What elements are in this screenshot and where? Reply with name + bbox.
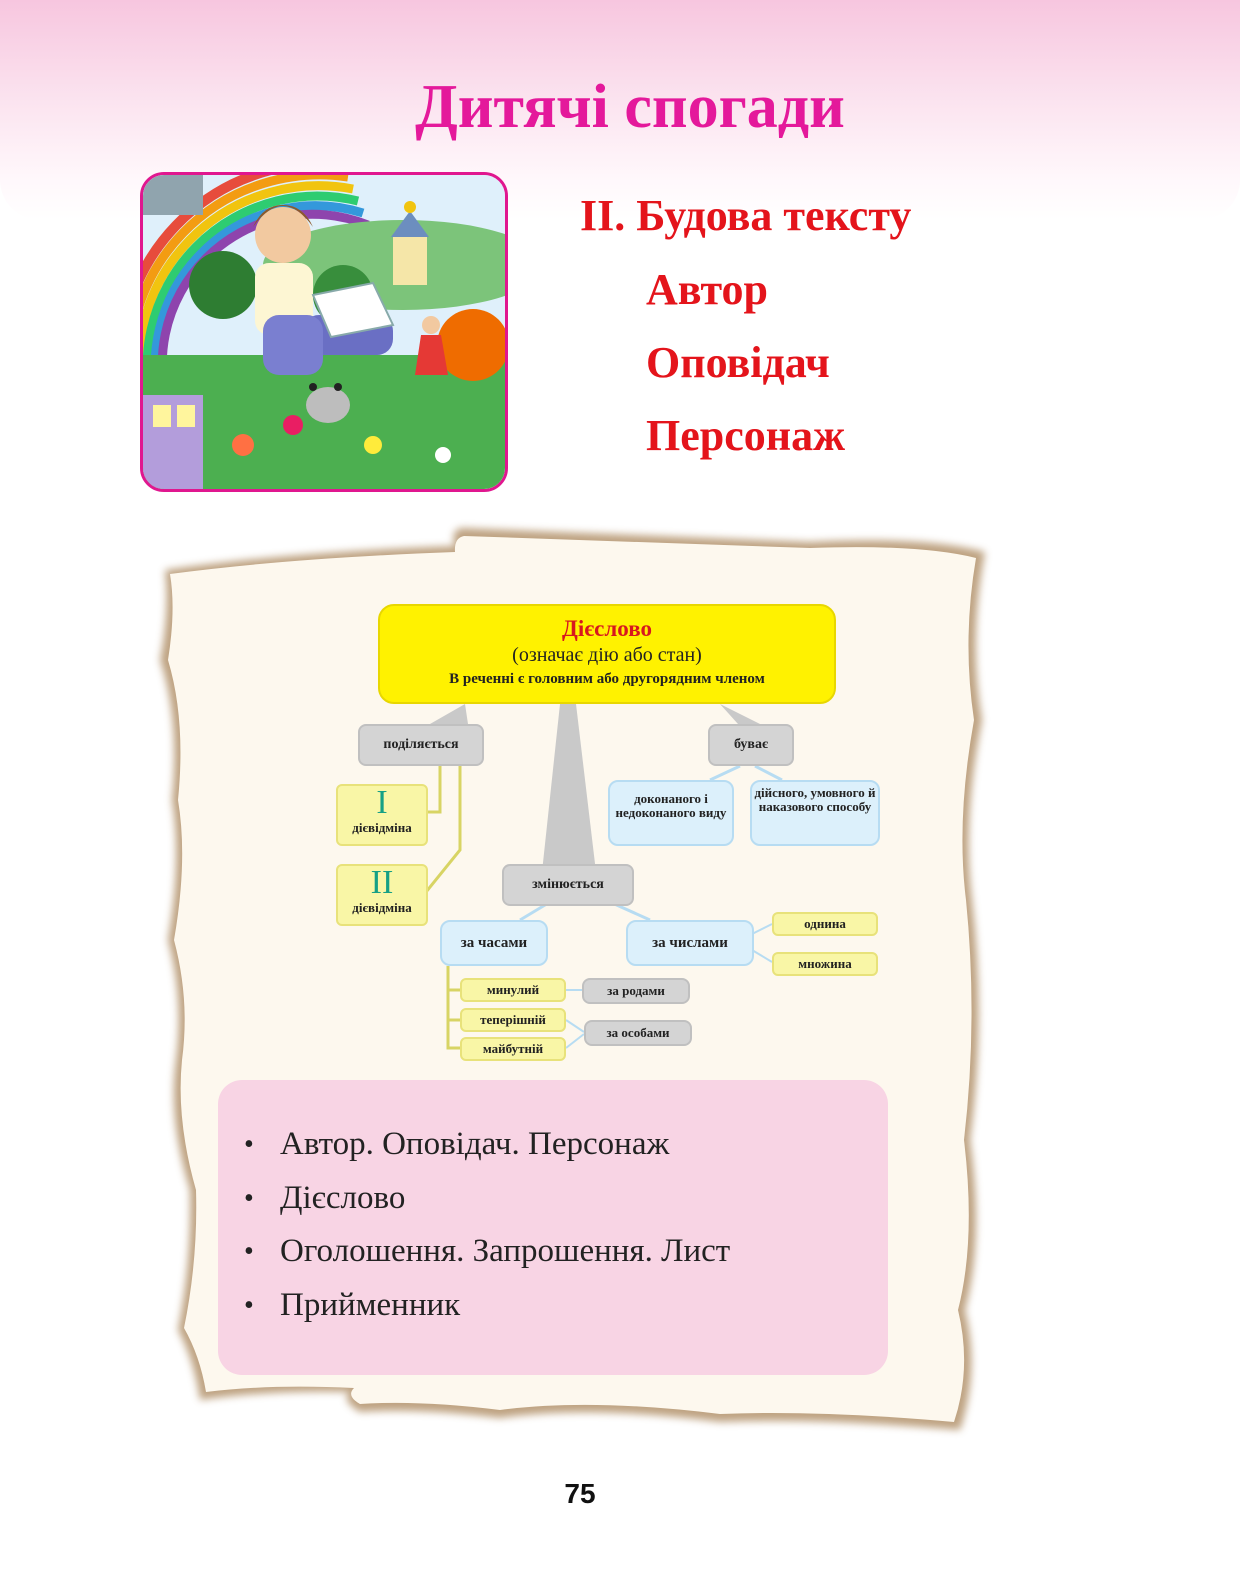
summary-item: Автор. Оповідач. Персонаж [244,1118,888,1172]
structure-item-narrator: Оповідач [646,338,830,387]
node-mood: дійсного, умовного й наказового способу [750,780,880,846]
node-occurs: буває [708,724,794,766]
node-changes: змінюється [502,864,634,906]
illustration-child-reading [140,172,508,492]
node-conjugation-1: I дієвідміна [336,784,428,846]
verb-main-box: Дієслово (означає дію або стан) В реченн… [378,604,836,704]
node-by-gender: за родами [582,978,690,1004]
node-aspect: доконаного і недоконаного виду [608,780,734,846]
node-plural: множина [772,952,878,976]
page-title: Дитячі спогади [415,73,845,141]
verb-note: В реченні є головним або другорядним чле… [449,671,765,687]
verb-title: Дієслово [562,616,652,641]
node-conjugation-2: II дієвідміна [336,864,428,926]
node-by-person: за особами [584,1020,692,1046]
node-divides: поділяється [358,724,484,766]
node-by-number: за числами [626,920,754,966]
summary-item: Прийменник [244,1279,888,1333]
node-present: теперішній [460,1008,566,1032]
node-past: минулий [460,978,566,1002]
summary-item: Оголошення. Запрошення. Лист [244,1225,888,1279]
conjugation-1-label: дієвідміна [352,820,412,835]
summary-item: Дієслово [244,1172,888,1226]
node-singular: однина [772,912,878,936]
page-number: 75 [564,1478,596,1509]
structure-heading: ІІ. Будова тексту [580,191,912,240]
conjugation-1-numeral: I [376,784,388,821]
text-structure: ІІ. Будова тексту Автор Оповідач Персона… [580,190,911,483]
structure-item-character: Персонаж [646,411,846,460]
node-future: майбутній [460,1037,566,1061]
verb-subtitle: (означає дію або стан) [512,644,702,666]
node-by-tense: за часами [440,920,548,966]
conjugation-2-numeral: II [370,864,394,901]
verb-diagram: Дієслово (означає дію або стан) В реченн… [320,600,900,1070]
conjugation-2-label: дієвідміна [352,900,412,915]
structure-item-author: Автор [646,265,768,314]
summary-box: Автор. Оповідач. Персонаж Дієслово Оголо… [218,1080,888,1375]
summary-list: Автор. Оповідач. Персонаж Дієслово Оголо… [244,1118,888,1332]
